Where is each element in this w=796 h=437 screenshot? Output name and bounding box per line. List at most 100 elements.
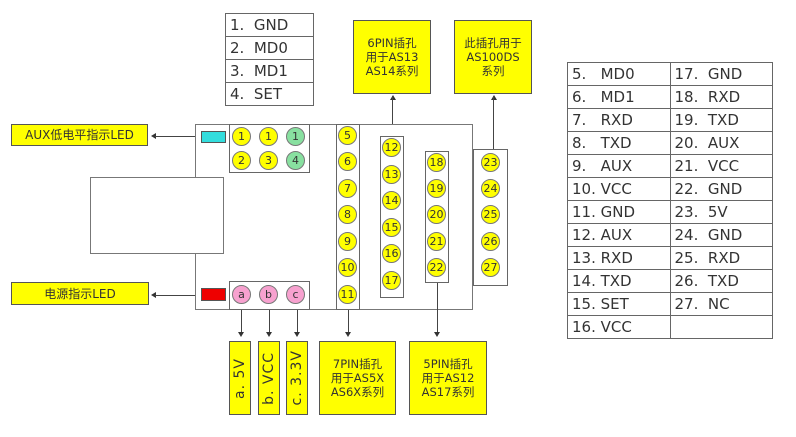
table-cell: 13. RXD bbox=[567, 246, 671, 270]
power-led bbox=[201, 288, 226, 301]
pin: 27 bbox=[481, 257, 500, 277]
pin: 4 bbox=[286, 151, 305, 170]
table-cell: 9. AUX bbox=[567, 154, 671, 178]
label-line: 用于AS12 bbox=[421, 371, 475, 385]
label-line: AS17系列 bbox=[421, 385, 475, 399]
pin: 22 bbox=[427, 257, 446, 277]
label-line: 用于AS13 bbox=[365, 50, 419, 64]
table-row: 2. MD0 bbox=[225, 36, 314, 60]
pin: 9 bbox=[338, 231, 357, 251]
label-line: AS6X系列 bbox=[330, 385, 385, 399]
table-cell: 18. RXD bbox=[669, 85, 773, 109]
pin: 19 bbox=[427, 179, 446, 199]
table-cell: 24. GND bbox=[669, 223, 773, 247]
table-cell: 12. AUX bbox=[567, 223, 671, 247]
label-text: b. VCC bbox=[261, 351, 277, 405]
pin: 21 bbox=[427, 231, 446, 251]
table-cell: 21. VCC bbox=[669, 154, 773, 178]
label-line: AS14系列 bbox=[365, 64, 419, 78]
table-row: 16. VCC bbox=[567, 315, 773, 339]
table-cell: 20. AUX bbox=[669, 131, 773, 155]
arrow-head bbox=[294, 332, 300, 337]
table-cell: 8. TXD bbox=[567, 131, 671, 155]
pin: 18 bbox=[427, 153, 446, 172]
arrow-head bbox=[151, 133, 156, 139]
pin: 8 bbox=[338, 205, 357, 224]
pin: 1 bbox=[259, 127, 278, 146]
label-line: 用于AS5X bbox=[330, 371, 385, 385]
pin: 3 bbox=[259, 151, 278, 170]
arrow-head bbox=[266, 332, 272, 337]
pin: 25 bbox=[481, 205, 500, 225]
connector-line bbox=[297, 310, 298, 332]
table-cell: 1. GND bbox=[225, 13, 314, 37]
table-cell: 22. GND bbox=[669, 177, 773, 201]
pin: 16 bbox=[382, 244, 401, 263]
connector-line bbox=[155, 295, 201, 296]
pin: 23 bbox=[481, 153, 500, 172]
arrow-head bbox=[151, 292, 156, 298]
table-cell: 23. 5V bbox=[669, 200, 773, 224]
connector-line bbox=[241, 310, 242, 332]
table-cell: 27. NC bbox=[669, 292, 773, 316]
table-cell: 7. RXD bbox=[567, 108, 671, 132]
table-cell: 3. MD1 bbox=[225, 59, 314, 83]
pin: 1 bbox=[232, 127, 251, 146]
aux-led bbox=[201, 131, 226, 143]
pin: 26 bbox=[481, 231, 500, 251]
pin: c bbox=[286, 285, 305, 304]
pin: 1 bbox=[286, 127, 305, 146]
table-cell: 17. GND bbox=[669, 62, 773, 86]
pin: 14 bbox=[382, 191, 401, 210]
arrow-head bbox=[238, 332, 244, 337]
connector-line bbox=[437, 283, 438, 332]
seven-pin-label: 7PIN插孔 用于AS5X AS6X系列 bbox=[319, 341, 396, 415]
table-cell: 11. GND bbox=[567, 200, 671, 224]
pin: 2 bbox=[232, 151, 251, 170]
arrow-head bbox=[390, 95, 396, 100]
table-cell: 10. VCC bbox=[567, 177, 671, 201]
label-line: AS100DS bbox=[466, 50, 520, 64]
pin: 13 bbox=[382, 164, 401, 184]
power-5v-label: a. 5V bbox=[229, 341, 251, 415]
table-row: 4. SET bbox=[225, 82, 314, 106]
table-cell: 26. TXD bbox=[669, 269, 773, 293]
label-line: 此插孔用于 bbox=[464, 36, 522, 50]
pin: a bbox=[232, 285, 251, 304]
table-cell: 16. VCC bbox=[567, 315, 671, 339]
table-row: 1. GND bbox=[225, 13, 314, 37]
pin: 6 bbox=[338, 152, 357, 171]
label-text: a. 5V bbox=[232, 357, 248, 399]
power-led-label: 电源指示LED bbox=[11, 282, 149, 305]
arrow-head bbox=[491, 95, 497, 100]
table-cell: 19. TXD bbox=[669, 108, 773, 132]
pin: 10 bbox=[338, 258, 357, 277]
pin: 20 bbox=[427, 205, 446, 225]
five-pin-header bbox=[425, 151, 449, 283]
table-cell: 5. MD0 bbox=[567, 62, 671, 86]
table-cell: 6. MD1 bbox=[567, 85, 671, 109]
label-text: c. 3.3V bbox=[289, 350, 305, 406]
power-3v3-label: c. 3.3V bbox=[286, 341, 308, 415]
label-line: 7PIN插孔 bbox=[332, 357, 383, 371]
connector-line bbox=[269, 310, 270, 332]
pin: 5 bbox=[338, 125, 357, 145]
table-cell: 25. RXD bbox=[669, 246, 773, 270]
pin: 12 bbox=[382, 138, 401, 157]
table-cell: 15. SET bbox=[567, 292, 671, 316]
setting-pins-table: 1. GND 2. MD0 3. MD1 4. SET bbox=[225, 13, 314, 106]
table-cell: 4. SET bbox=[225, 82, 314, 106]
connector-line bbox=[155, 136, 201, 137]
seven-pin-header bbox=[336, 124, 360, 310]
